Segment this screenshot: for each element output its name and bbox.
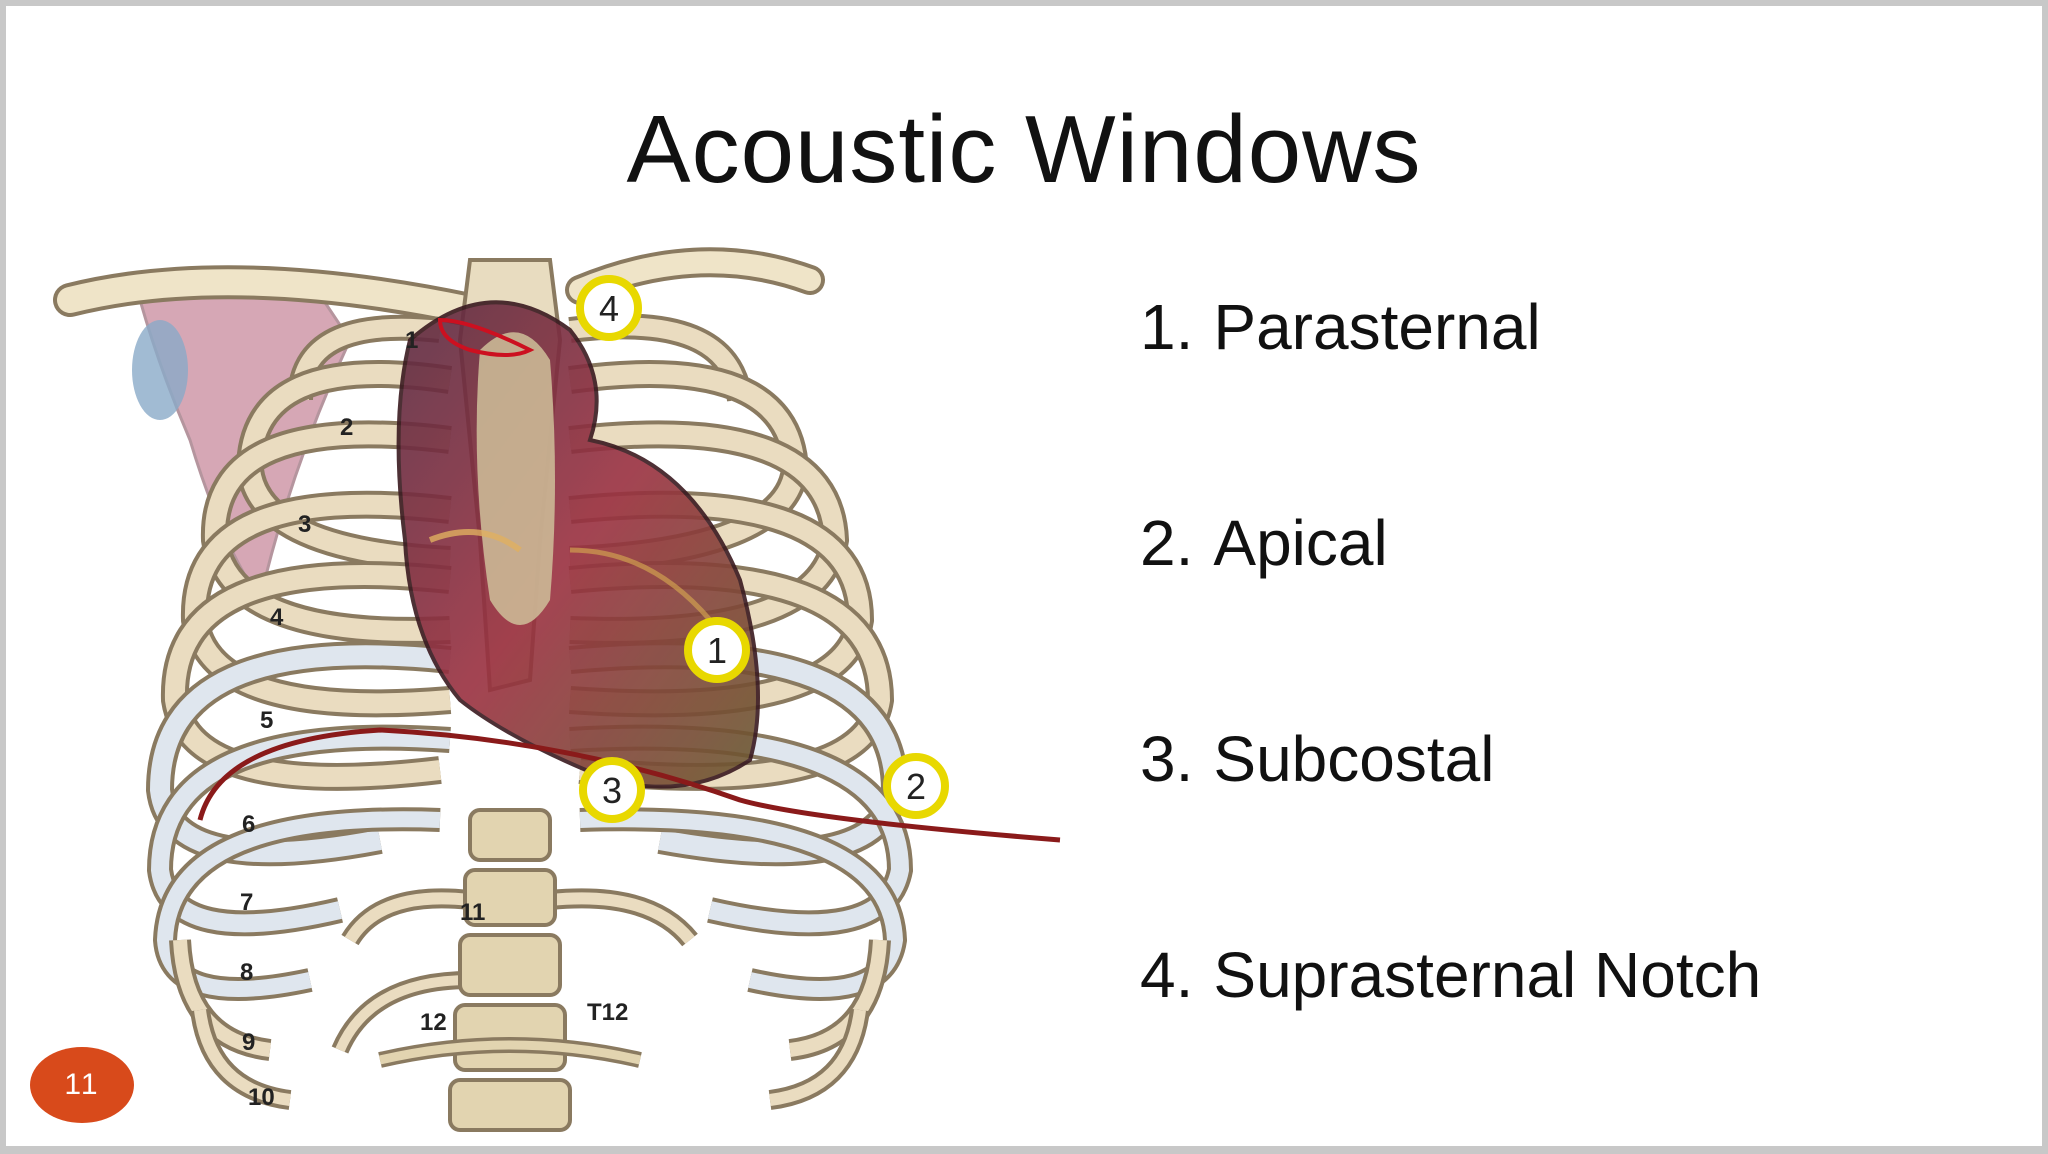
list-item-number: 2.: [1140, 507, 1194, 579]
rib-cage-heart-illustration: 1 2 3 4 5 6 7 8 9 10 11 12 T12 1 2: [50, 220, 1090, 1140]
rib-label-12: 12: [420, 1009, 447, 1036]
rib-label-8: 8: [240, 959, 253, 986]
rib-label-9: 9: [242, 1029, 255, 1056]
marker-4: 4: [576, 275, 642, 341]
rib-label-3: 3: [298, 511, 311, 538]
first-rib-highlight: [437, 317, 535, 357]
list-item-subcostal: 3. Subcostal: [1140, 722, 1761, 938]
marker-1: 1: [684, 617, 750, 683]
acoustic-windows-list: 1. Parasternal 2. Apical 3. Subcostal 4.…: [1140, 290, 1761, 1154]
rib-label-10: 10: [248, 1084, 275, 1111]
left-ribs: [145, 314, 472, 1110]
marker-3-label: 3: [602, 770, 622, 811]
rib-label-1: 1: [405, 327, 418, 354]
heart: [396, 300, 760, 789]
list-item-label: Subcostal: [1213, 723, 1495, 795]
rib-label-5: 5: [260, 707, 273, 734]
list-item-suprasternal-notch: 4. Suprasternal Notch: [1140, 938, 1761, 1154]
list-item-number: 1.: [1140, 291, 1194, 363]
marker-3: 3: [579, 757, 645, 823]
list-item-apical: 2. Apical: [1140, 506, 1761, 722]
list-item-label: Suprasternal Notch: [1213, 939, 1762, 1011]
list-item-label: Apical: [1213, 507, 1388, 579]
rib-label-6: 6: [242, 811, 255, 838]
rib-label-7: 7: [240, 889, 253, 916]
vertebra-label-t12: T12: [587, 999, 628, 1026]
marker-2-label: 2: [906, 766, 926, 807]
marker-1-label: 1: [707, 630, 727, 671]
list-item-parasternal: 1. Parasternal: [1140, 290, 1761, 506]
list-item-number: 4.: [1140, 939, 1194, 1011]
window-markers: 1 2 3 4: [576, 275, 949, 823]
list-item-number: 3.: [1140, 723, 1194, 795]
page-number-badge: 11: [30, 1047, 134, 1123]
marker-2: 2: [883, 753, 949, 819]
rib-label-2: 2: [340, 414, 353, 441]
rib-label-11: 11: [460, 899, 485, 926]
list-item-label: Parasternal: [1213, 291, 1541, 363]
rib-label-4: 4: [270, 604, 284, 631]
rib-number-labels: 1 2 3 4 5 6 7 8 9 10 11 12 T12: [240, 327, 628, 1111]
marker-4-label: 4: [599, 288, 619, 329]
diaphragm-line: [197, 727, 1061, 843]
slide-title: Acoustic Windows: [626, 96, 1422, 203]
spine: [378, 808, 642, 1132]
